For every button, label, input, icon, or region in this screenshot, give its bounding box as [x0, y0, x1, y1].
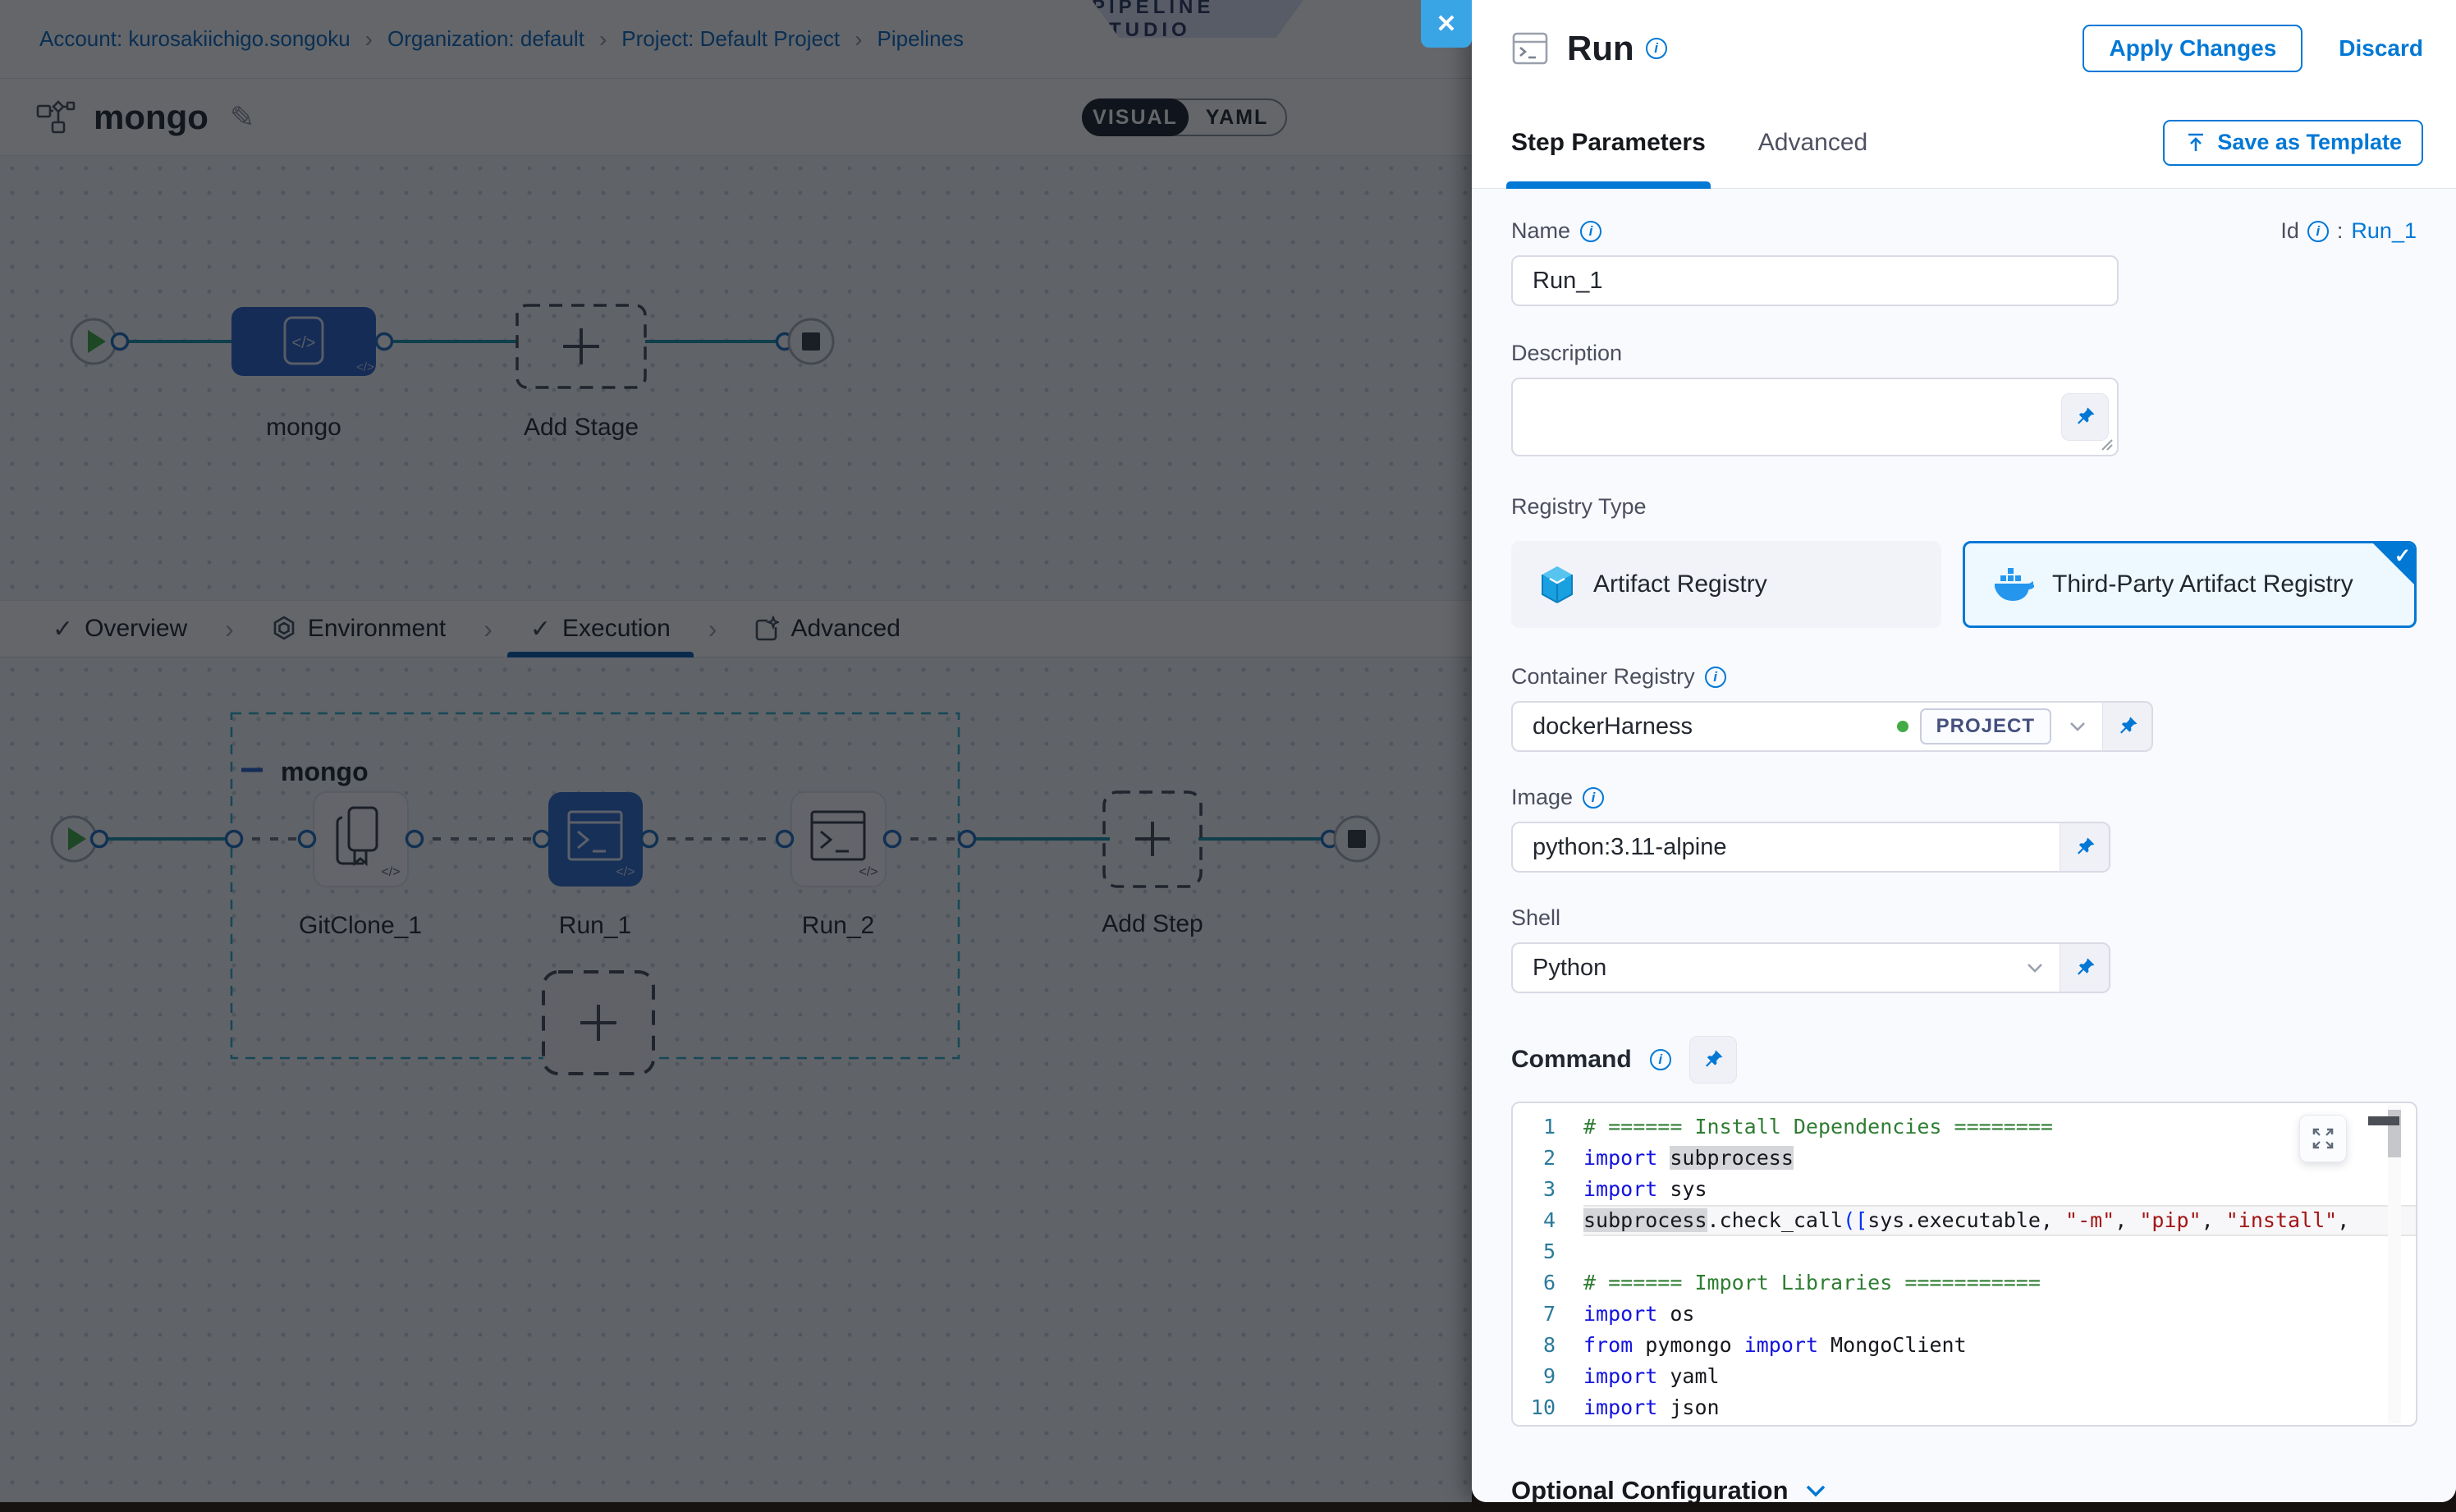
shell-label: Shell: [1511, 905, 1560, 931]
id-value: Run_1: [2351, 218, 2417, 244]
name-label: Name: [1511, 218, 1570, 244]
image-input[interactable]: python:3.11-alpine: [1511, 822, 2060, 873]
registry-option-third-party[interactable]: Third-Party Artifact Registry ✓: [1963, 541, 2417, 628]
step-config-panel: Run i Apply Changes Discard Step Paramet…: [1472, 0, 2456, 1502]
info-icon[interactable]: i: [2307, 221, 2329, 242]
name-input[interactable]: Run_1: [1511, 255, 2119, 306]
pin-icon: [2074, 957, 2096, 978]
description-label: Description: [1511, 341, 1622, 366]
info-icon[interactable]: i: [1705, 667, 1726, 688]
pin-icon: [2117, 716, 2138, 737]
code-line[interactable]: 9import yaml: [1513, 1361, 2416, 1392]
studio-canvas-region: Account: kurosakiichigo.songoku › Organi…: [0, 0, 1472, 1502]
info-icon[interactable]: i: [1580, 221, 1601, 242]
expand-editor-button[interactable]: [2299, 1115, 2347, 1162]
info-icon[interactable]: i: [1646, 38, 1667, 59]
connector-status-dot: [1897, 721, 1908, 732]
info-icon[interactable]: i: [1583, 787, 1604, 809]
artifact-registry-icon: [1539, 565, 1575, 604]
command-editor-lines[interactable]: 1# ====== Install Dependencies ========2…: [1513, 1111, 2416, 1423]
image-value: python:3.11-alpine: [1533, 834, 1726, 861]
check-icon: ✓: [2394, 544, 2411, 568]
tab-step-advanced[interactable]: Advanced: [1758, 97, 1867, 189]
shell-value: Python: [1533, 955, 1606, 982]
container-registry-label: Container Registry: [1511, 664, 1695, 690]
close-panel-button[interactable]: ✕: [1421, 0, 1472, 48]
editor-scrollbar[interactable]: [2388, 1105, 2401, 1423]
code-line[interactable]: 8from pymongo import MongoClient: [1513, 1330, 2416, 1361]
chevron-down-icon[interactable]: [2069, 722, 2086, 732]
pin-runtime-input-button[interactable]: [2061, 393, 2109, 441]
tab-step-parameters[interactable]: Step Parameters: [1511, 97, 1706, 189]
pin-icon: [2074, 836, 2096, 858]
code-line[interactable]: 10import json: [1513, 1392, 2416, 1423]
panel-header: Run i Apply Changes Discard: [1472, 0, 2456, 97]
panel-content: Name i Id i : Run_1 Run_1 Description: [1472, 189, 2456, 1502]
chevron-down-icon[interactable]: [1805, 1484, 1826, 1498]
code-line[interactable]: 4subprocess.check_call([sys.executable, …: [1513, 1205, 2416, 1236]
step-id: Id i : Run_1: [2280, 218, 2417, 244]
pin-runtime-input-button[interactable]: [2060, 822, 2110, 873]
registry-option-artifact[interactable]: Artifact Registry: [1511, 541, 1941, 628]
pin-icon: [2074, 406, 2096, 428]
shell-select[interactable]: Python: [1511, 942, 2060, 993]
chevron-down-icon[interactable]: [2027, 963, 2043, 974]
code-line[interactable]: 3import sys: [1513, 1174, 2416, 1205]
pin-runtime-input-button[interactable]: [1689, 1036, 1737, 1084]
description-textarea[interactable]: [1511, 378, 2119, 456]
code-line[interactable]: 1# ====== Install Dependencies ========: [1513, 1111, 2416, 1143]
upload-icon: [2184, 131, 2207, 154]
container-registry-value: dockerHarness: [1533, 713, 1693, 740]
pin-runtime-input-button[interactable]: [2060, 942, 2110, 993]
editor-overview-ruler-mark: [2368, 1116, 2399, 1125]
terminal-icon: [1511, 30, 1549, 67]
apply-changes-button[interactable]: Apply Changes: [2083, 25, 2302, 72]
code-line[interactable]: 7import os: [1513, 1299, 2416, 1330]
panel-tabs: Step Parameters Advanced Save as Templat…: [1472, 97, 2456, 189]
panel-title: Run: [1567, 29, 1634, 68]
code-line[interactable]: 5: [1513, 1236, 2416, 1267]
discard-button[interactable]: Discard: [2339, 35, 2423, 62]
info-icon[interactable]: i: [1650, 1049, 1671, 1070]
command-label: Command: [1511, 1046, 1632, 1074]
registry-option-label: Artifact Registry: [1593, 570, 1767, 598]
save-as-template-button[interactable]: Save as Template: [2163, 120, 2423, 166]
code-line[interactable]: 6# ====== Import Libraries ===========: [1513, 1267, 2416, 1299]
optional-configuration-label[interactable]: Optional Configuration: [1511, 1476, 1789, 1502]
scope-badge: PROJECT: [1920, 708, 2051, 745]
resize-grip[interactable]: [2097, 435, 2114, 451]
command-editor[interactable]: 1# ====== Install Dependencies ========2…: [1511, 1102, 2417, 1427]
fullscreen-icon: [2311, 1126, 2335, 1151]
modal-dim-overlay: [0, 0, 1472, 1502]
save-as-template-label: Save as Template: [2217, 130, 2402, 155]
docker-icon: [1993, 567, 2034, 602]
id-separator: :: [2337, 218, 2344, 244]
pin-runtime-input-button[interactable]: [2102, 701, 2153, 752]
selected-check-corner: ✓: [2372, 543, 2415, 585]
code-line[interactable]: 2import subprocess: [1513, 1143, 2416, 1174]
registry-type-label: Registry Type: [1511, 494, 1647, 520]
registry-option-label: Third-Party Artifact Registry: [2052, 570, 2353, 598]
id-label: Id: [2280, 218, 2299, 244]
container-registry-select[interactable]: dockerHarness PROJECT: [1511, 701, 2102, 752]
image-label: Image: [1511, 785, 1573, 810]
pin-icon: [1702, 1049, 1724, 1070]
